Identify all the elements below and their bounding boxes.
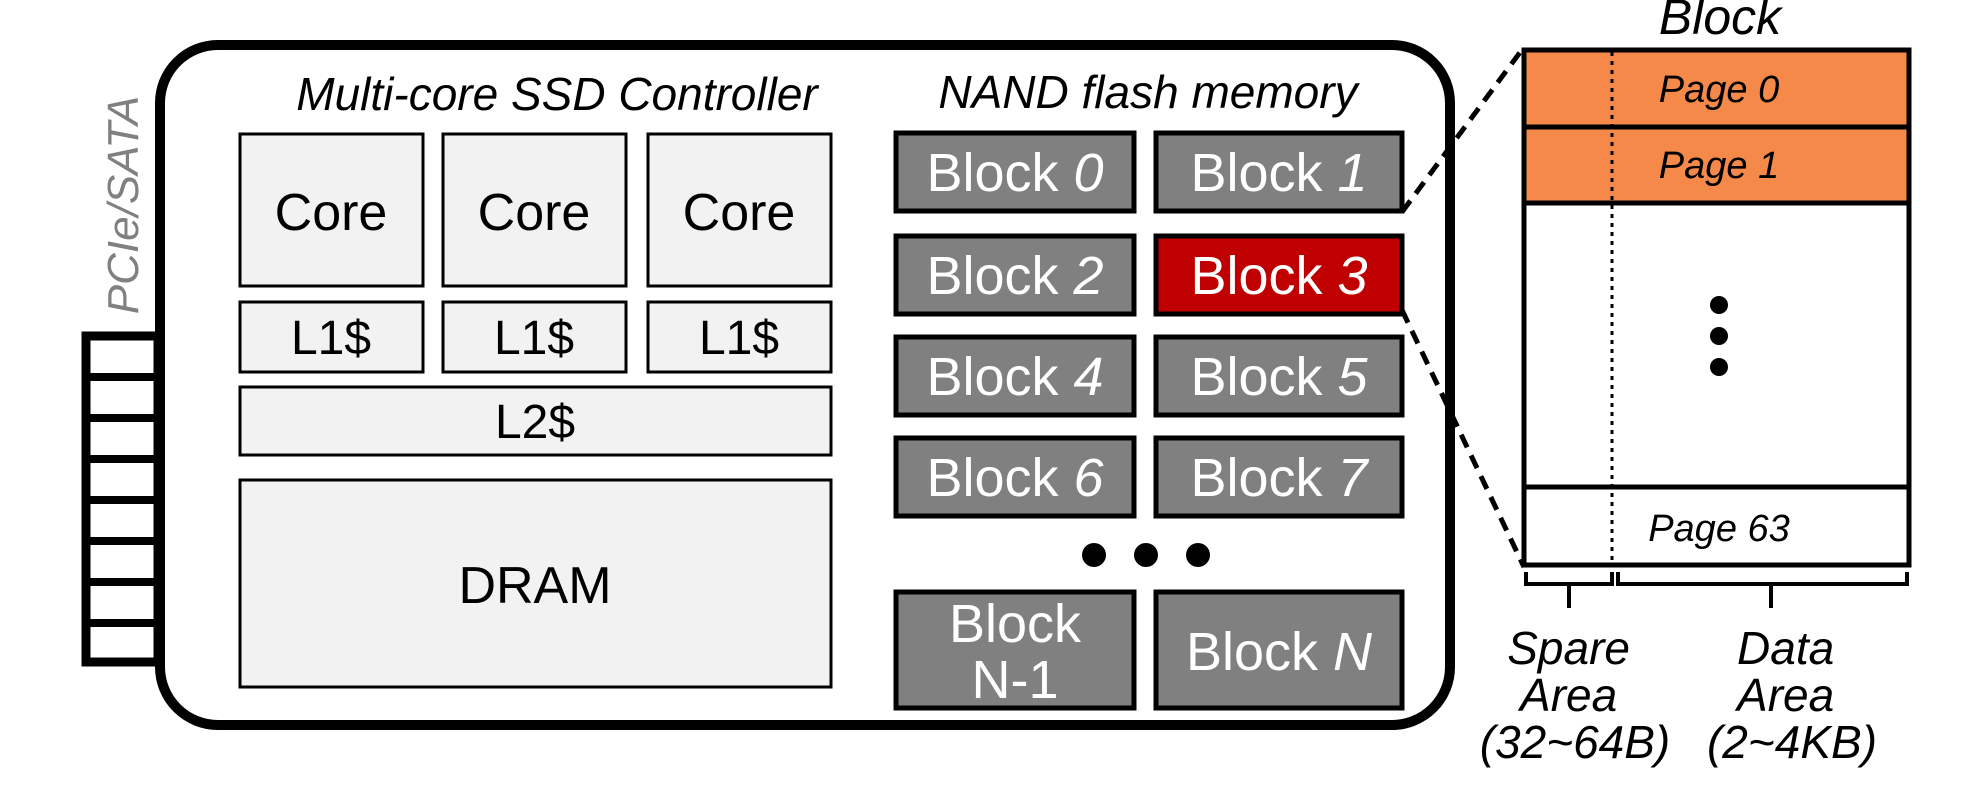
nand-block-rect bbox=[1153, 233, 1405, 317]
host-connector bbox=[81, 331, 163, 667]
l1-cache-1: L1$ bbox=[441, 300, 628, 374]
nand-block-7: Block 7 bbox=[1153, 435, 1405, 519]
block-n-minus-1-line1: Block bbox=[949, 594, 1082, 654]
page-1-row bbox=[1521, 124, 1912, 206]
l1-cache-label: L1$ bbox=[291, 312, 371, 365]
nand-block-rect bbox=[1153, 435, 1405, 519]
nand-block-rect bbox=[893, 130, 1137, 214]
nand-block-number: 6 bbox=[1074, 448, 1105, 508]
nand-block-label: Block 5 bbox=[1190, 347, 1368, 407]
nand-block-number: 5 bbox=[1338, 347, 1369, 407]
nand-block-number: 0 bbox=[1074, 143, 1104, 203]
nand-block-rect bbox=[893, 233, 1137, 317]
nand-block-word: Block bbox=[1190, 143, 1323, 203]
interface-label: PCIe/SATA bbox=[99, 96, 148, 314]
nand-block-word: Block bbox=[926, 246, 1059, 306]
zoom-line-bottom bbox=[1399, 308, 1527, 569]
nand-block-word: Block bbox=[926, 143, 1059, 203]
nand-block-number: 7 bbox=[1338, 448, 1370, 508]
nand-block-number: 4 bbox=[1074, 347, 1104, 407]
nand-block-word: Block bbox=[1190, 347, 1323, 407]
core-0: Core bbox=[238, 132, 425, 288]
page-1-label: Page 1 bbox=[1659, 145, 1779, 187]
nand-block-label: Block 4 bbox=[926, 347, 1103, 407]
svg-text:Spare Area (32~64B): Spare Area (32~64B) bbox=[1480, 622, 1671, 768]
nand-block-rect bbox=[893, 334, 1137, 418]
block-detail-title: Block bbox=[1659, 0, 1784, 45]
nand-block-label: Block 0 bbox=[926, 143, 1103, 203]
nand-block-0: Block 0 bbox=[893, 130, 1137, 214]
nand-block-n: Block N bbox=[1153, 589, 1405, 711]
dram: DRAM bbox=[238, 478, 833, 689]
data-area-line2: Area bbox=[1734, 669, 1834, 721]
core-2: Core bbox=[646, 132, 833, 288]
nand-block-label: Block 6 bbox=[926, 448, 1104, 508]
spare-area-line1: Spare bbox=[1507, 622, 1630, 674]
page-63-label: Page 63 bbox=[1648, 508, 1790, 550]
l1-cache-label: L1$ bbox=[699, 312, 779, 365]
page-ellipsis bbox=[1710, 296, 1728, 376]
nand-block-5: Block 5 bbox=[1153, 334, 1405, 418]
nand-title: NAND flash memory bbox=[938, 66, 1360, 118]
nand-block-label: Block 3 bbox=[1190, 246, 1367, 306]
nand-block-word: Block bbox=[926, 347, 1059, 407]
zoom-line-top bbox=[1399, 45, 1527, 214]
l2-cache: L2$ bbox=[238, 385, 833, 457]
nand-block-6: Block 6 bbox=[893, 435, 1137, 519]
svg-text:Block N: Block N bbox=[1186, 622, 1373, 682]
nand-block-3: Block 3 bbox=[1153, 233, 1405, 317]
core-label: Core bbox=[275, 184, 388, 242]
l1-cache-label: L1$ bbox=[494, 312, 574, 365]
nand-block-word: Block bbox=[1190, 448, 1323, 508]
block-n-minus-1-line2: N-1 bbox=[971, 650, 1058, 710]
l1-cache-2: L1$ bbox=[646, 300, 833, 374]
spare-area-brace bbox=[1524, 572, 1614, 608]
l2-cache-label: L2$ bbox=[495, 396, 575, 449]
nand-ellipsis bbox=[1082, 543, 1210, 567]
page-0-label: Page 0 bbox=[1659, 69, 1779, 111]
core-label: Core bbox=[683, 184, 796, 242]
spare-area-line2: Area bbox=[1517, 669, 1617, 721]
nand-block-2: Block 2 bbox=[893, 233, 1137, 317]
core-label: Core bbox=[478, 184, 591, 242]
block-detail: Page 0 Page 1 Page 63 bbox=[1521, 47, 1912, 568]
nand-block-number: 2 bbox=[1073, 246, 1104, 306]
block-n-word: Block bbox=[1186, 622, 1319, 682]
page-0-row bbox=[1521, 47, 1912, 130]
data-area-line1: Data bbox=[1737, 622, 1834, 674]
nand-block-rect bbox=[1153, 334, 1405, 418]
svg-text:Data Area (2~4KB): Data Area (2~4KB) bbox=[1707, 622, 1877, 768]
nand-block-number: 3 bbox=[1338, 246, 1368, 306]
controller-title: Multi-core SSD Controller bbox=[296, 68, 819, 120]
nand-block-rect bbox=[893, 435, 1137, 519]
spare-area-line3: (32~64B) bbox=[1480, 716, 1671, 768]
nand-block-n-minus-1: Block N-1 bbox=[893, 589, 1137, 711]
nand-block-4: Block 4 bbox=[893, 334, 1137, 418]
nand-block-rect bbox=[1153, 130, 1405, 214]
dram-label: DRAM bbox=[458, 557, 611, 615]
nand-block-word: Block bbox=[1190, 246, 1323, 306]
nand-block-label: Block 7 bbox=[1190, 448, 1369, 508]
nand-block-label: Block 1 bbox=[1190, 143, 1367, 203]
data-area-brace bbox=[1616, 572, 1909, 608]
block-n-number: N bbox=[1333, 622, 1373, 682]
l1-cache-0: L1$ bbox=[238, 300, 425, 374]
nand-block-1: Block 1 bbox=[1153, 130, 1405, 214]
nand-block-word: Block bbox=[926, 448, 1059, 508]
nand-block-number: 1 bbox=[1338, 143, 1368, 203]
core-1: Core bbox=[441, 132, 628, 288]
nand-block-label: Block 2 bbox=[926, 246, 1103, 306]
data-area-line3: (2~4KB) bbox=[1707, 716, 1877, 768]
